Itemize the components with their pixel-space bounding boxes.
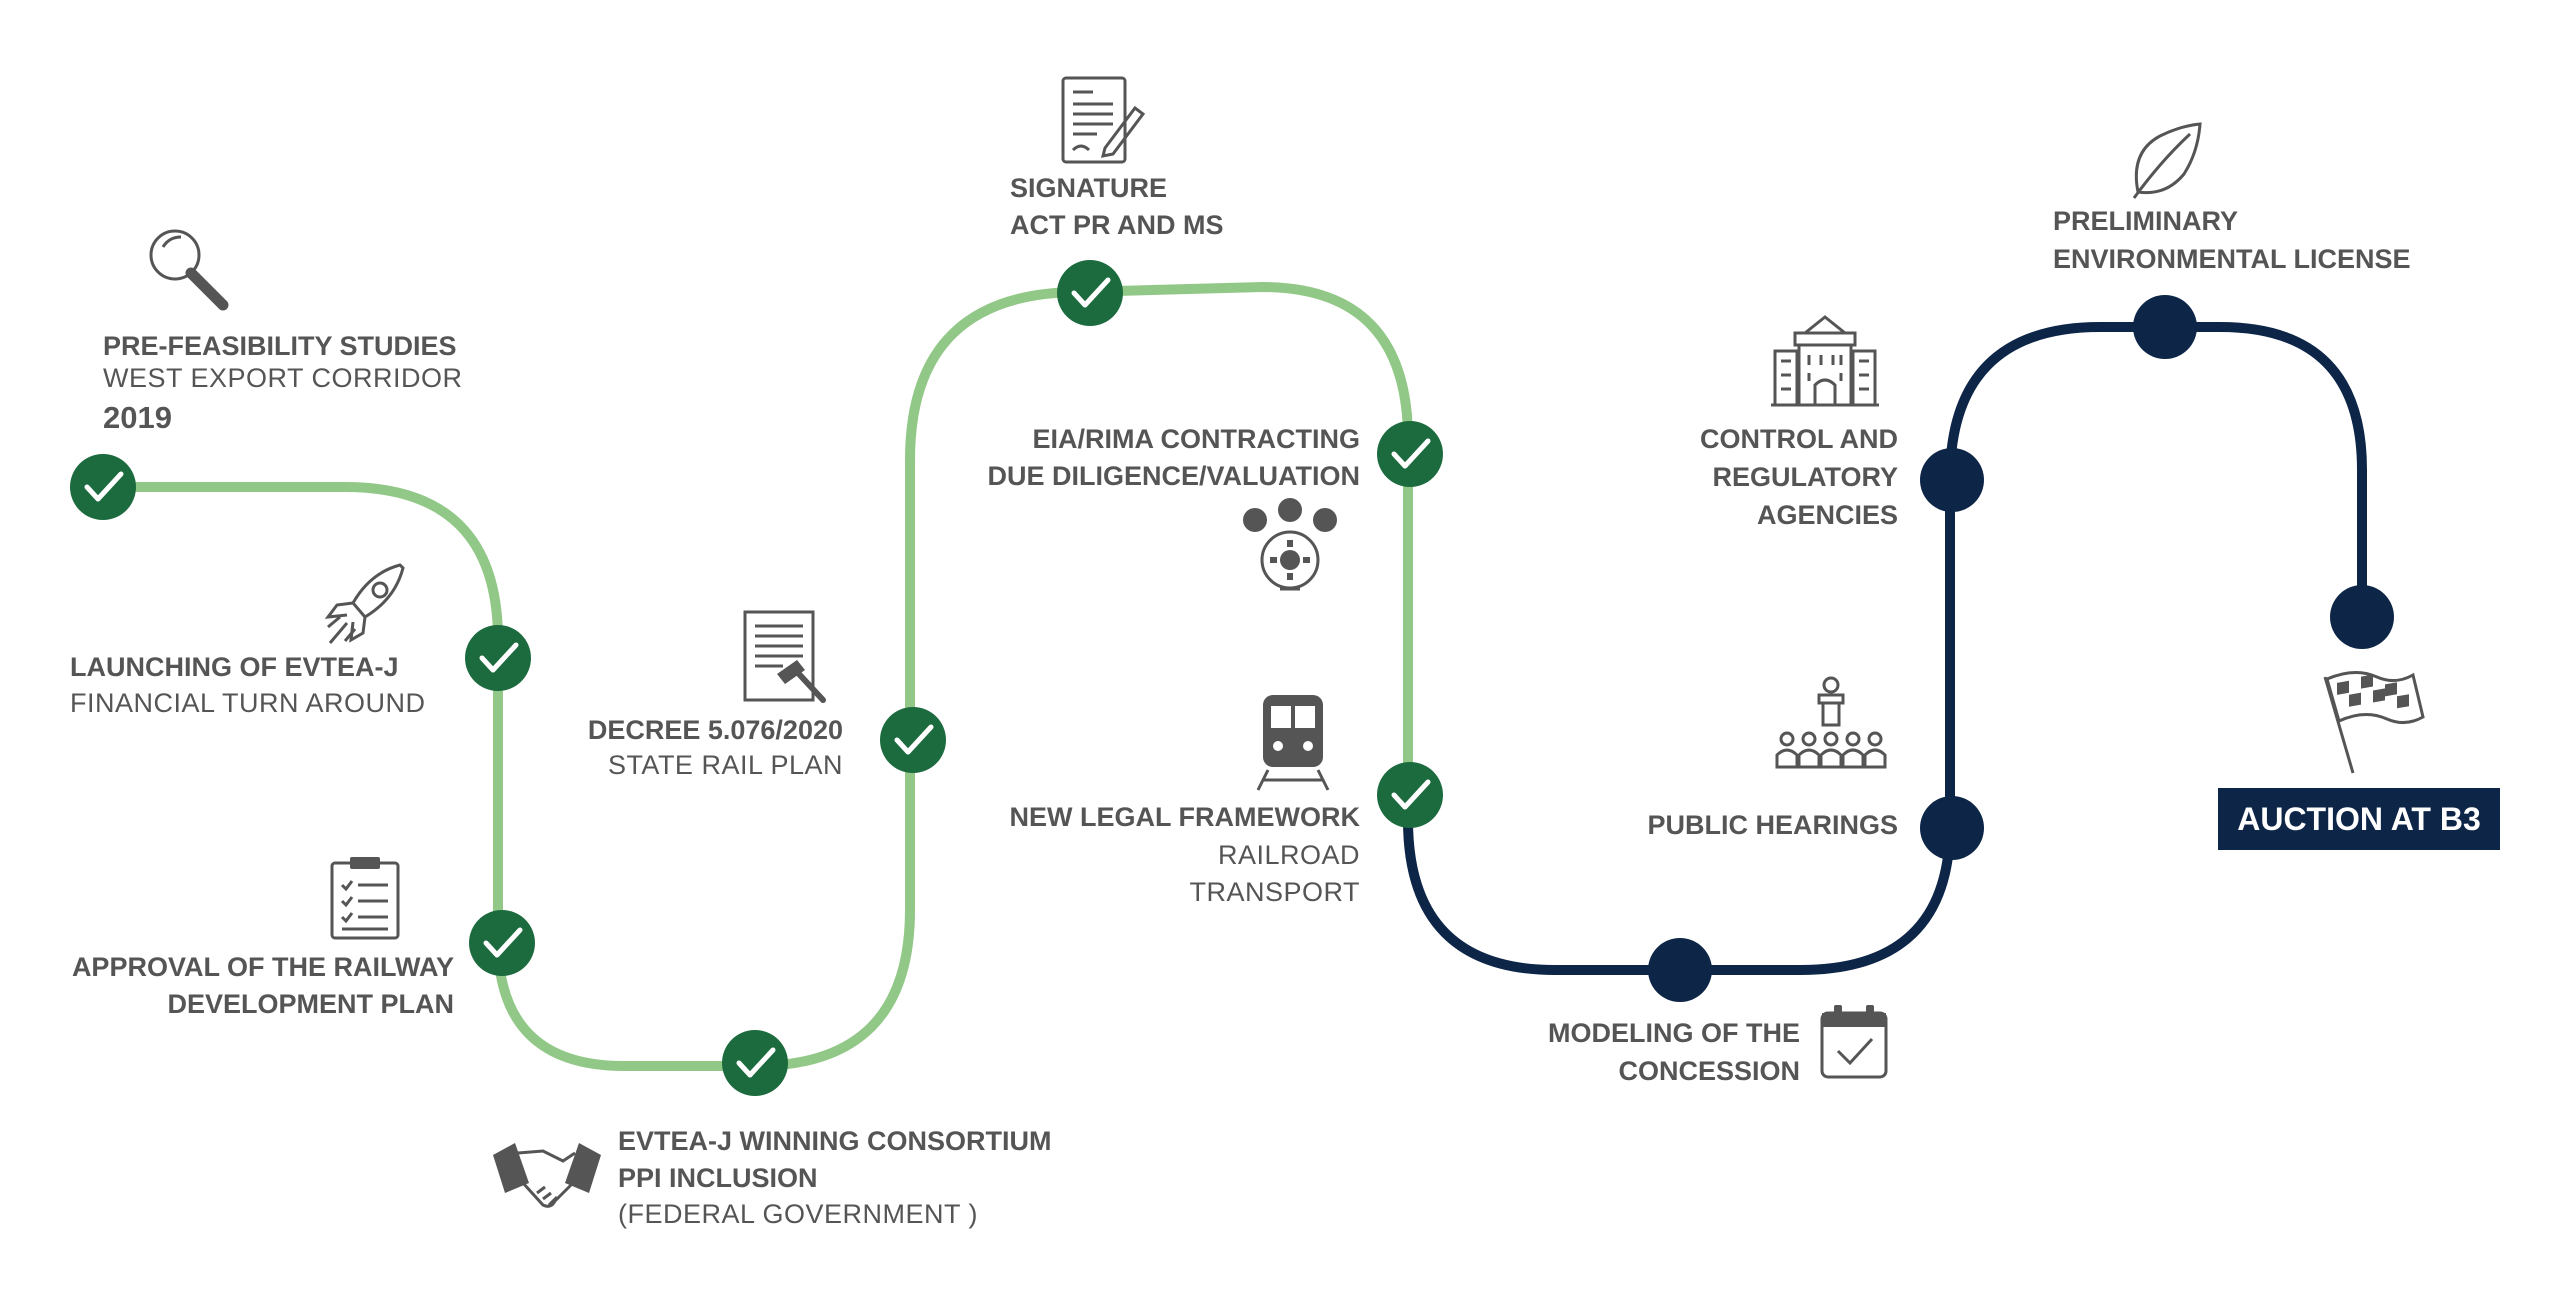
- pending-track: [1403, 322, 2367, 975]
- label-hearings: PUBLIC HEARINGS: [1647, 810, 1898, 840]
- milestone-node-decree: [880, 707, 946, 773]
- label-agencies-line2: REGULATORY: [1712, 462, 1898, 492]
- leaf-icon: [2132, 122, 2202, 199]
- label-legal-title: NEW LEGAL FRAMEWORK: [1010, 802, 1361, 832]
- completed-track: [98, 281, 1413, 1071]
- label-agencies-line1: CONTROL AND: [1700, 424, 1898, 454]
- milestone-node-legal: [1377, 762, 1443, 828]
- checkered-flag-icon: [2323, 671, 2425, 774]
- label-approval-line2: DEVELOPMENT PLAN: [167, 989, 454, 1019]
- label-consortium-line3: (FEDERAL GOVERNMENT ): [618, 1199, 978, 1229]
- label-approval-line1: APPROVAL OF THE RAILWAY: [72, 952, 454, 982]
- label-license-line1: PRELIMINARY: [2053, 206, 2238, 236]
- valuation-gear-icon: [1243, 498, 1337, 591]
- label-modeling-line2: CONCESSION: [1618, 1056, 1800, 1086]
- label-legal-sub1: RAILROAD: [1218, 840, 1360, 870]
- milestone-node-auction: [2330, 585, 2394, 649]
- milestone-node-hearings: [1920, 796, 1984, 860]
- rocket-icon: [324, 563, 405, 644]
- label-consortium-line2: PPI INCLUSION: [618, 1163, 818, 1193]
- milestone-node-approval: [469, 910, 535, 976]
- label-signature-line1: SIGNATURE: [1010, 173, 1167, 203]
- label-prefeasibility-title: PRE-FEASIBILITY STUDIES: [103, 331, 457, 361]
- signed-document-icon: [1061, 76, 1146, 164]
- label-eia-line1: EIA/RIMA CONTRACTING: [1033, 424, 1360, 454]
- clipboard-icon: [330, 857, 400, 940]
- label-legal-sub2: TRANSPORT: [1189, 877, 1360, 907]
- label-eia-line2: DUE DILIGENCE/VALUATION: [987, 461, 1360, 491]
- label-signature-line2: ACT PR AND MS: [1010, 210, 1224, 240]
- label-modeling-line1: MODELING OF THE: [1548, 1018, 1800, 1048]
- label-launching-title: LAUNCHING OF EVTEA-J: [70, 652, 399, 682]
- label-launching-sub: FINANCIAL TURN AROUND: [70, 688, 426, 718]
- label-consortium-line1: EVTEA-J WINNING CONSORTIUM: [618, 1126, 1052, 1156]
- calendar-check-icon: [1820, 1005, 1888, 1079]
- label-decree-title: DECREE 5.076/2020: [588, 715, 843, 745]
- train-icon: [1256, 695, 1330, 791]
- label-decree-sub: STATE RAIL PLAN: [608, 750, 843, 780]
- label-agencies-line3: AGENCIES: [1757, 500, 1898, 530]
- milestone-node-prefeasibility: [70, 454, 136, 520]
- audience-icon: [1775, 676, 1887, 769]
- auction-badge: AUCTION AT B3: [2218, 788, 2500, 850]
- milestone-node-agencies: [1920, 448, 1984, 512]
- label-license-line2: ENVIRONMENTAL LICENSE: [2053, 244, 2411, 274]
- label-auction: AUCTION AT B3: [2237, 801, 2481, 837]
- milestone-node-license: [2133, 295, 2197, 359]
- milestone-node-signature: [1057, 260, 1123, 326]
- handshake-icon: [493, 1143, 601, 1208]
- milestone-node-eia: [1377, 421, 1443, 487]
- milestone-node-consortium: [722, 1030, 788, 1096]
- decree-document-icon: [743, 610, 826, 703]
- milestone-node-modeling: [1648, 938, 1712, 1002]
- label-prefeasibility-sub: WEST EXPORT CORRIDOR: [103, 363, 463, 393]
- magnifier-icon: [149, 229, 229, 311]
- government-building-icon: [1771, 315, 1879, 407]
- milestone-node-launching: [465, 625, 531, 691]
- label-prefeasibility-year: 2019: [103, 400, 172, 435]
